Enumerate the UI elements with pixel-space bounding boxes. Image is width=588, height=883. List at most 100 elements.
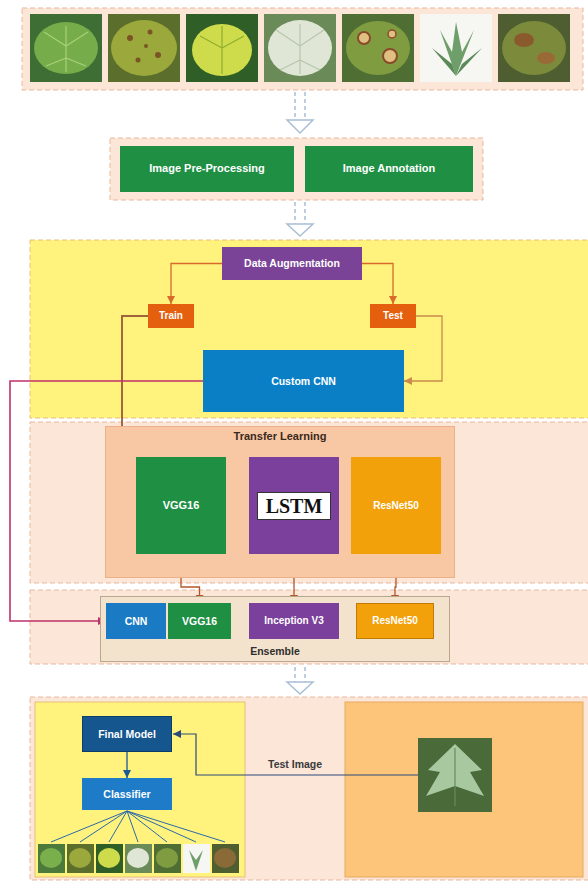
leaf-photo [108, 14, 180, 82]
connector-arrow [171, 264, 222, 305]
plant-shape [432, 48, 482, 76]
leaf-thumbnail [154, 844, 181, 873]
leaf-spot [148, 30, 153, 35]
plant-shape [189, 850, 203, 871]
test-image-panel [345, 702, 583, 877]
fan-line [80, 811, 127, 842]
split-box: Train [148, 304, 194, 328]
leaf-shape [127, 848, 149, 868]
process-box: Image Annotation [305, 146, 473, 192]
box-label: CNN [125, 615, 148, 628]
leaf-shape [502, 21, 566, 75]
flow-line [294, 667, 296, 682]
test-leaf-photo [418, 738, 492, 812]
flow-line [304, 202, 306, 224]
photo-ground [418, 738, 492, 812]
leaf-shape [40, 848, 62, 868]
leaf-shape [214, 848, 236, 868]
leaf-photo [342, 14, 414, 82]
test-image-line [173, 734, 418, 775]
leaf-vein [44, 26, 88, 72]
model-box: VGG16 [136, 457, 226, 554]
process-box: Final Model [82, 716, 172, 752]
box-label: Image Pre-Processing [149, 162, 265, 175]
process-box: Classifier [82, 778, 172, 810]
leaf-shape [346, 21, 410, 75]
flow-head [287, 682, 313, 694]
box-label: Data Augmentation [244, 257, 340, 270]
leaf-shape [34, 22, 98, 74]
flow-line [294, 92, 296, 120]
leaf-photo [30, 14, 102, 82]
leaf-photo [264, 14, 336, 82]
ensemble-panel [30, 590, 588, 664]
model-box: LSTM [249, 457, 339, 554]
model-box: ResNet50 [351, 457, 441, 554]
leaf-vein [276, 24, 324, 74]
model-label: LSTM [257, 492, 332, 520]
group-title: Transfer Learning [234, 430, 327, 443]
model-box: Custom CNN [203, 350, 404, 412]
leaf-shape [268, 20, 332, 76]
photo-ground [30, 14, 102, 82]
leaf-thumbnail [38, 844, 65, 873]
photo-ground [342, 14, 414, 82]
model-box: VGG16 [168, 603, 231, 639]
leaf-blight [514, 33, 534, 47]
photo-ground [186, 14, 258, 82]
leaf-photo [420, 14, 492, 82]
leaf-photo [186, 14, 258, 82]
leaf-thumbnail [96, 844, 123, 873]
leaf-blight [537, 52, 555, 64]
group-title: Ensemble [250, 645, 300, 658]
model-box: ResNet50 [356, 603, 434, 639]
plant-shape [440, 22, 474, 76]
leaf-spot [388, 30, 396, 38]
leaf-spot [127, 35, 133, 41]
fan-line [127, 811, 225, 842]
flow-head [287, 224, 313, 236]
box-label: VGG16 [182, 615, 217, 628]
leaf-vein [454, 748, 455, 806]
flow-line [294, 202, 296, 224]
output-panel [30, 697, 588, 880]
box-label: Train [159, 310, 183, 322]
flow-head [287, 120, 313, 133]
fan-line [127, 811, 196, 842]
leaf-thumbnail [212, 844, 239, 873]
line-label: Test Image [266, 758, 324, 770]
split-box: Test [370, 304, 416, 328]
leaf-spot [155, 52, 161, 58]
box-label: VGG16 [163, 499, 200, 512]
flow-line [304, 667, 306, 682]
photo-ground [420, 14, 492, 82]
leaf-thumbnail [125, 844, 152, 873]
connector-arrow [362, 264, 393, 305]
leaf-spot [144, 44, 148, 48]
classifier-panel [35, 702, 245, 877]
class-thumbnails [38, 844, 239, 873]
leaf-photo [498, 14, 570, 82]
box-label: ResNet50 [372, 615, 418, 627]
photo-ground [264, 14, 336, 82]
box-label: Final Model [98, 728, 156, 741]
leaf-shape [192, 24, 252, 76]
box-label: Test [383, 310, 403, 322]
transfer-panel [30, 422, 588, 583]
box-label: Image Annotation [343, 162, 435, 175]
image-panel [22, 8, 583, 90]
leaf-shape [69, 848, 91, 868]
leaf-thumbnail [183, 844, 210, 873]
fan-line [51, 811, 127, 842]
group-band: CNN VGG16 Inception V3 ResNet50Ensemble [100, 596, 450, 662]
photo-ground [108, 14, 180, 82]
process-box: Data Augmentation [222, 247, 362, 280]
model-box: CNN [106, 603, 166, 639]
fan-line [109, 811, 127, 842]
leaf-thumbnail [67, 844, 94, 873]
box-label: Custom CNN [271, 375, 336, 388]
training-panel [30, 240, 588, 418]
model-box: Inception V3 [249, 603, 339, 639]
box-label: ResNet50 [373, 500, 419, 512]
leaf-shape [98, 848, 120, 868]
